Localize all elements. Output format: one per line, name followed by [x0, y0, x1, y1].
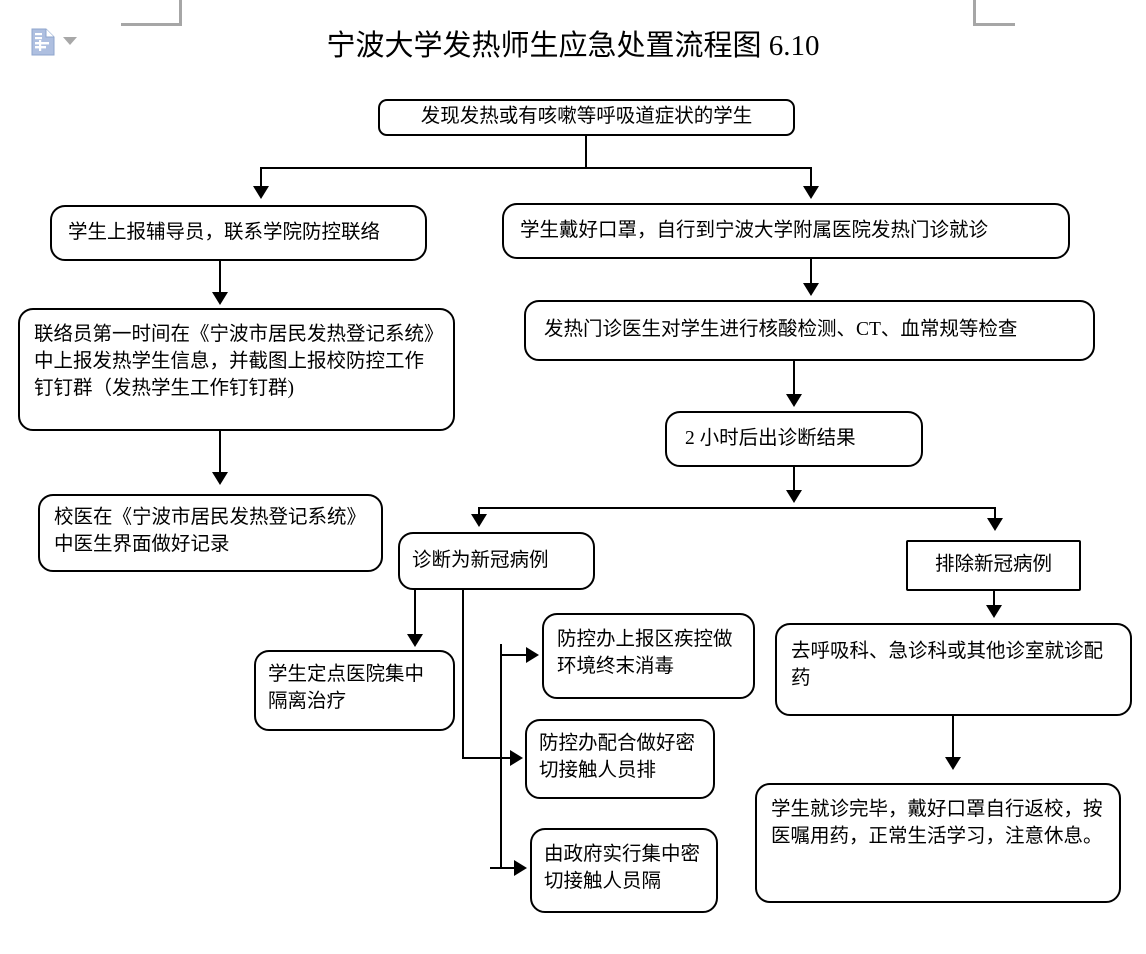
arrowhead-n8-to-n10: [407, 634, 423, 647]
node-label: 校医在《宁波市居民发热登记系统》中医生界面做好记录: [54, 507, 367, 555]
edge-n8-to-n12-horizontal: [462, 757, 514, 759]
node-mask-go-hospital: 学生戴好口罩，自行到宁波大学附属医院发热门诊就诊: [502, 203, 1070, 259]
node-diagnosed-covid: 诊断为新冠病例: [398, 532, 595, 590]
edge-n6-split-bar: [478, 507, 996, 509]
paste-options-icon[interactable]: [30, 28, 56, 61]
edge-n8-to-n12-vertical: [462, 589, 464, 759]
node-report-counselor: 学生上报辅导员，联系学院防控联络: [50, 205, 427, 261]
arrowhead-n2-to-n4: [212, 292, 228, 305]
arrowhead-n1-to-n2: [253, 186, 269, 199]
node-label: 防控办上报区疾控做环境终末消毒: [557, 629, 733, 677]
arrowhead-n14-to-n15: [945, 757, 961, 770]
node-liaison-report-system: 联络员第一时间在《宁波市居民发热登记系统》中上报发热学生信息，并截图上报校防控工…: [18, 308, 455, 431]
node-label: 学生戴好口罩，自行到宁波大学附属医院发热门诊就诊: [520, 219, 989, 241]
arrowhead-n6-stem: [786, 490, 802, 503]
node-other-department-visit: 去呼吸科、急诊科或其他诊室就诊配药: [775, 623, 1132, 716]
edge-n6-stem: [793, 466, 795, 494]
arrowhead-n5-to-n6: [786, 394, 802, 407]
edge-n3-to-n5: [810, 258, 812, 286]
page-title: 宁波大学发热师生应急处置流程图 6.10: [326, 30, 820, 62]
edge-n1-stem: [585, 135, 587, 169]
node-label: 2 小时后出诊断结果: [685, 427, 856, 449]
arrowhead-n6-to-n8: [471, 514, 487, 527]
arrowhead-n3-to-n5: [803, 283, 819, 296]
node-label: 去呼吸科、急诊科或其他诊室就诊配药: [791, 641, 1104, 689]
edge-branch-bus: [500, 644, 502, 869]
node-label: 诊断为新冠病例: [412, 549, 549, 571]
arrowhead-n6-to-n9: [987, 518, 1003, 531]
arrowhead-bus-to-n11: [526, 647, 539, 663]
node-report-cdc-disinfection: 防控办上报区疾控做环境终末消毒: [542, 613, 755, 699]
top-right-margin-mark: [973, 0, 1043, 30]
arrowhead-n9-to-n14: [986, 605, 1002, 618]
node-label: 发热门诊医生对学生进行核酸检测、CT、血常规等检查: [544, 319, 1018, 341]
arrowhead-bus-to-n12: [510, 750, 523, 766]
edge-n9-to-n14: [993, 590, 995, 608]
edge-n5-to-n6: [793, 360, 795, 397]
node-label: 由政府实行集中密切接触人员隔: [544, 844, 701, 892]
node-close-contact-screening: 防控办配合做好密切接触人员排: [525, 719, 715, 799]
node-school-doctor-record: 校医在《宁波市居民发热登记系统》中医生界面做好记录: [38, 494, 383, 572]
node-government-isolation: 由政府实行集中密切接触人员隔: [530, 828, 718, 913]
top-left-margin-mark: [121, 0, 191, 30]
node-covid-excluded: 排除新冠病例: [906, 540, 1081, 591]
edge-bus-to-n13: [490, 867, 516, 869]
chevron-down-icon[interactable]: [63, 37, 77, 45]
arrowhead-n4-to-n7: [212, 472, 228, 485]
node-label: 排除新冠病例: [934, 554, 1052, 576]
node-detect-fever: 发现发热或有咳嗽等呼吸道症状的学生: [378, 99, 795, 136]
edge-n1-to-n2-drop: [260, 167, 262, 189]
edge-n14-to-n15: [952, 715, 954, 760]
edge-n8-to-n10: [414, 589, 416, 637]
arrowhead-bus-to-n13: [514, 860, 527, 876]
node-fever-clinic-tests: 发热门诊医生对学生进行核酸检测、CT、血常规等检查: [524, 300, 1095, 361]
arrowhead-n1-to-n3: [803, 186, 819, 199]
node-label: 防控办配合做好密切接触人员排: [539, 733, 696, 781]
node-label: 学生上报辅导员，联系学院防控联络: [68, 221, 381, 243]
edge-n4-to-n7: [219, 430, 221, 475]
node-label: 联络员第一时间在《宁波市居民发热登记系统》中上报发热学生信息，并截图上报校防控工…: [34, 324, 434, 399]
edge-bus-to-n11: [500, 654, 528, 656]
paste-options-smart-tag[interactable]: [30, 28, 90, 56]
edge-n1-to-n3-drop: [810, 167, 812, 189]
edge-n6-to-n8-drop: [478, 507, 480, 516]
node-result-2-hours: 2 小时后出诊断结果: [665, 411, 923, 467]
node-label: 学生定点医院集中隔离治疗: [268, 664, 425, 712]
edge-n2-to-n4: [219, 260, 221, 294]
node-label: 发现发热或有咳嗽等呼吸道症状的学生: [420, 106, 753, 128]
edge-n1-split-bar: [261, 167, 812, 169]
edge-bus-to-n12: [500, 757, 512, 759]
edge-n6-to-n9-drop: [994, 507, 996, 520]
node-designated-hospital-isolation: 学生定点医院集中隔离治疗: [254, 650, 455, 731]
node-label: 学生就诊完毕，戴好口罩自行返校，按医嘱用药，正常生活学习，注意休息。: [771, 799, 1103, 847]
node-return-to-school: 学生就诊完毕，戴好口罩自行返校，按医嘱用药，正常生活学习，注意休息。: [755, 783, 1121, 903]
